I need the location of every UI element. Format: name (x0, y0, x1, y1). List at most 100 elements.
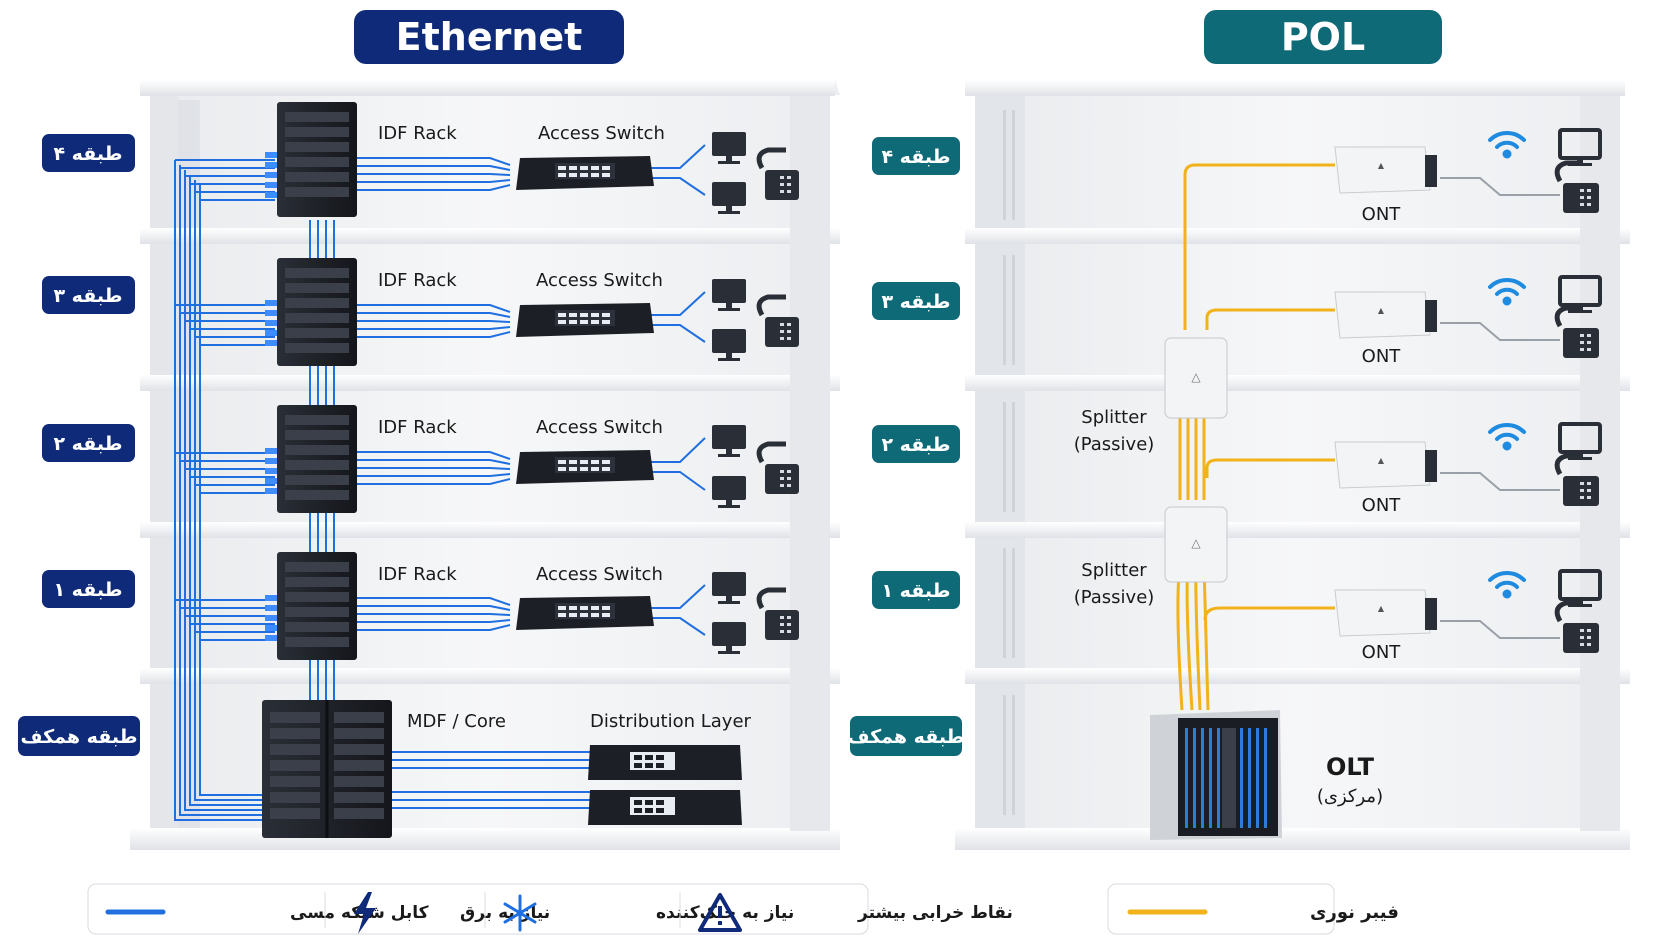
idf-rack-floor-2 (265, 405, 357, 513)
floor-badge-4: طبقه ۴ (42, 134, 135, 172)
pol-legend: فیبر نوری (1107, 883, 1399, 935)
floor-badge-3: طبقه ۳ (42, 276, 135, 314)
floor-badge-label: طبقه همکف (20, 726, 137, 748)
splitter-2: △ (1164, 506, 1228, 583)
phone-icon (756, 294, 799, 347)
monitor-icon (712, 425, 746, 457)
access-switch-floor-3 (516, 303, 654, 337)
mdf-core-rack (262, 700, 392, 838)
olt-sub-label: (مرکزی) (1317, 786, 1383, 807)
monitor-icon (712, 329, 746, 361)
ont-icon (1334, 589, 1431, 637)
svg-text:▲: ▲ (1378, 456, 1385, 465)
olt-chassis (1150, 710, 1282, 840)
access-switch-label: Access Switch (536, 564, 663, 585)
distribution-layer-label: Distribution Layer (590, 711, 752, 732)
pol-title: POL (1204, 10, 1442, 64)
ont-icon (1334, 146, 1431, 194)
phone-icon (1554, 600, 1599, 653)
floor-badge-2: طبقه ۲ (872, 425, 960, 463)
lightning-icon (354, 892, 376, 934)
pol-building (955, 80, 1630, 850)
warning-icon (698, 893, 742, 932)
ont-label: ONT (1362, 346, 1402, 367)
distribution-switch-2 (588, 790, 742, 825)
svg-text:▲: ▲ (1378, 306, 1385, 315)
ethernet-legend: کابل شبکه مسی نیاز به برق نیاز به خنک‌کن… (87, 883, 1013, 935)
svg-text:▲: ▲ (1378, 161, 1385, 170)
floor-badge-label: طبقه ۱ (881, 580, 950, 602)
access-switch-floor-2 (516, 450, 654, 484)
monitor-icon (712, 279, 746, 311)
monitor-icon (712, 622, 746, 654)
idf-rack-floor-4 (265, 102, 357, 217)
idf-rack-floor-1 (265, 552, 357, 660)
floor-badge-label: طبقه ۳ (53, 285, 122, 307)
phone-icon (756, 147, 799, 200)
ethernet-devices (262, 102, 799, 838)
svg-text:▲: ▲ (1378, 604, 1385, 613)
olt-label: OLT (1326, 753, 1375, 781)
wifi-icon (1488, 570, 1526, 599)
access-switch-label: Access Switch (536, 270, 663, 291)
phone-icon (756, 441, 799, 494)
pol-floor-badges: طبقه ۴ طبقه ۳ طبقه ۲ طبقه ۱ طبقه همکف (847, 137, 965, 756)
snowflake-icon (503, 894, 537, 932)
access-switch-label: Access Switch (538, 123, 665, 144)
access-switch-floor-4 (516, 156, 654, 190)
phone-icon (1554, 453, 1599, 506)
ont-label: ONT (1362, 204, 1402, 225)
floor-badge-label: طبقه ۱ (53, 579, 122, 601)
splitter-icon (1164, 337, 1228, 419)
idf-rack-floor-3 (265, 258, 357, 366)
wifi-icon (1488, 277, 1526, 306)
legend-cooling: نیاز به خنک‌کننده (656, 903, 794, 923)
floor-badge-1: طبقه ۱ (872, 571, 960, 609)
ont-icon (1334, 441, 1431, 489)
floor-badge-label: طبقه ۲ (881, 434, 950, 456)
splitter-icon (1164, 506, 1228, 583)
floor-badge-2: طبقه ۲ (42, 424, 135, 462)
ont-label: ONT (1362, 495, 1402, 516)
phone-icon (756, 587, 799, 640)
splitter-label: Splitter (1081, 407, 1147, 428)
access-switch-floor-1 (516, 596, 654, 630)
ethernet-title-text: Ethernet (396, 15, 583, 59)
monitor-icon (712, 132, 746, 164)
pol-title-text: POL (1281, 15, 1365, 59)
distribution-switch-1 (588, 745, 742, 780)
splitter-label: Splitter (1081, 560, 1147, 581)
pol-endpoints (1554, 128, 1602, 653)
svg-text:△: △ (1191, 536, 1201, 550)
monitor-icon (712, 182, 746, 214)
ont-floor-1: ▲ (1334, 589, 1437, 637)
phone-icon (1554, 160, 1599, 213)
splitter-1: △ (1164, 337, 1228, 419)
floor-badge-ground: طبقه همکف (18, 716, 140, 756)
ethernet-labels: IDF Rack Access Switch IDF Rack Access S… (378, 123, 752, 732)
legend-power: نیاز به برق (460, 903, 550, 923)
ont-icon (1334, 291, 1431, 339)
wifi-icon (1488, 422, 1526, 451)
copper-cabling (174, 144, 706, 821)
splitter-sub-label: (Passive) (1074, 434, 1155, 455)
floor-badge-label: طبقه همکف (847, 726, 964, 748)
idf-rack-label: IDF Rack (378, 417, 457, 438)
legend-failure: نقاط خرابی بیشتر (857, 903, 1013, 923)
idf-rack-label: IDF Rack (378, 564, 457, 585)
ont-label: ONT (1362, 642, 1402, 663)
ont-floor-2: ▲ (1334, 441, 1437, 489)
monitor-icon (712, 476, 746, 508)
floor-badge-label: طبقه ۲ (53, 433, 122, 455)
pol-labels: ONT ONT ONT ONT Splitter (Passive) Split… (1074, 204, 1402, 807)
ethernet-endpoints (712, 132, 799, 654)
idf-rack-label: IDF Rack (378, 123, 457, 144)
ethernet-floor-badges: طبقه ۴ طبقه ۳ طبقه ۲ طبقه ۱ طبقه همکف (18, 134, 140, 756)
idf-rack-label: IDF Rack (378, 270, 457, 291)
ont-floor-4: ▲ (1334, 146, 1437, 194)
floor-badge-label: طبقه ۳ (881, 291, 950, 313)
access-switch-label: Access Switch (536, 417, 663, 438)
phone-icon (1554, 305, 1599, 358)
mdf-core-label: MDF / Core (407, 711, 506, 732)
